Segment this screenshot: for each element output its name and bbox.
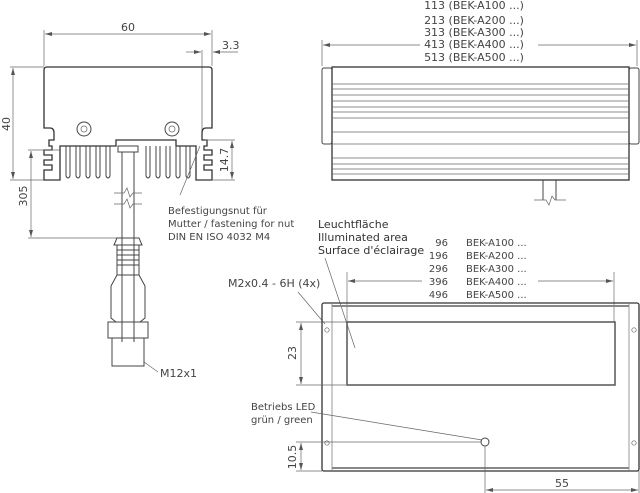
fastening-note-line-3: DIN EN ISO 4032 M4 [168, 232, 270, 243]
area-dims: 96 BEK-A100 ... 196 BEK-A200 ... 296 BEK… [429, 238, 527, 301]
length-dim-a200: 213 (BEK-A200 ...) [424, 14, 524, 27]
svg-text:196: 196 [429, 251, 448, 262]
front-view: Leuchtfläche Illuminated area Surface d'… [228, 218, 640, 493]
mounting-hole-icon [631, 440, 637, 446]
connector-label: M12x1 [160, 367, 197, 380]
m12-connector [107, 237, 149, 367]
svg-text:96: 96 [435, 238, 448, 249]
screw-icon [164, 121, 180, 137]
svg-text:BEK-A100 ...: BEK-A100 ... [466, 238, 527, 249]
svg-text:BEK-A200 ...: BEK-A200 ... [466, 251, 527, 262]
cable-length-dim: 305 [17, 186, 30, 207]
illuminated-label-de: Leuchtfläche [318, 218, 389, 231]
illuminated-label-en: Illuminated area [318, 231, 408, 244]
status-led-icon [480, 437, 490, 447]
height-dim: 40 [0, 117, 13, 131]
mounting-hole-icon [324, 440, 330, 446]
fastening-note-line-1: Befestigungsnut für [168, 206, 268, 217]
svg-text:BEK-A400 ...: BEK-A400 ... [466, 277, 527, 288]
thread-label: M2x0.4 - 6H (4x) [228, 277, 320, 290]
length-dim-a100: 113 (BEK-A100 ...) [424, 0, 524, 12]
svg-text:396: 396 [429, 277, 448, 288]
svg-text:496: 496 [429, 290, 448, 301]
led-label-de: Betriebs LED [251, 402, 316, 413]
fin-dim: 14.7 [218, 148, 231, 173]
screw-icon [76, 121, 92, 137]
length-dim-a500: 513 (BEK-A500 ...) [424, 51, 524, 64]
mounting-hole-icon [631, 327, 637, 333]
led-label-en: grün / green [251, 415, 313, 426]
offset-dim: 3.3 [222, 39, 240, 52]
led-position-dim: 55 [555, 477, 569, 490]
mounting-hole-icon [324, 327, 330, 333]
length-dim-a300: 313 (BEK-A300 ...) [424, 26, 524, 39]
length-dim-a400: 413 (BEK-A400 ...) [424, 38, 524, 51]
illuminated-label-fr: Surface d'éclairage [318, 244, 424, 257]
led-offset-dim: 10.5 [286, 445, 299, 470]
top-view: 113 (BEK-A100 ...) 213 (BEK-A200 ...) 31… [321, 0, 640, 206]
side-view: 60 3.3 40 [0, 21, 294, 380]
svg-text:BEK-A300 ...: BEK-A300 ... [466, 264, 527, 275]
width-dim: 60 [121, 21, 135, 34]
svg-text:296: 296 [429, 264, 448, 275]
svg-text:BEK-A500 ...: BEK-A500 ... [466, 290, 527, 301]
area-height-dim: 23 [286, 346, 299, 360]
fastening-note-line-2: Mutter / fastening for nut [168, 219, 294, 230]
illuminated-area [346, 321, 616, 386]
housing-front [321, 302, 640, 472]
